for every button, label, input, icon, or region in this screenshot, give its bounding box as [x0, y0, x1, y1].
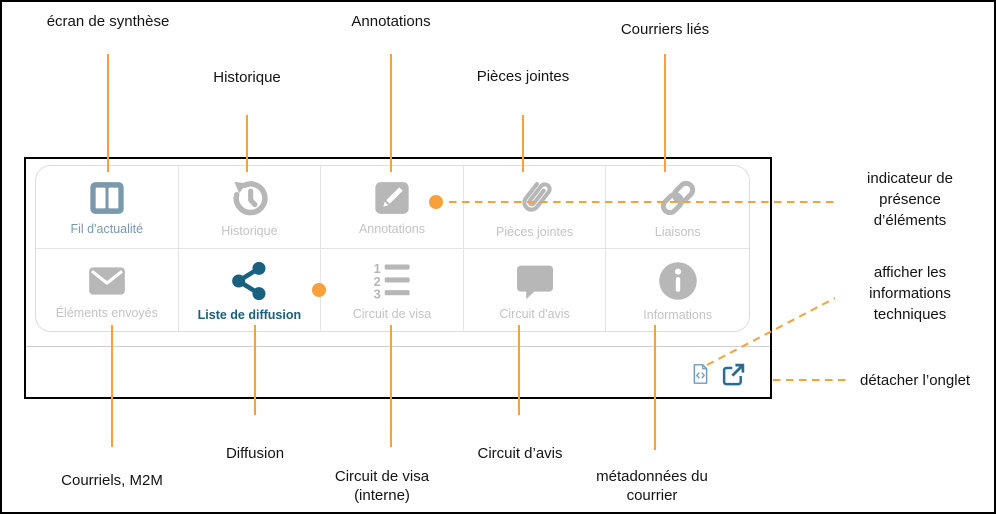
callout-label-annotations: Annotations — [351, 13, 431, 30]
tab-label: Liaisons — [654, 224, 701, 239]
tab-label: Circuit de visa — [352, 306, 432, 321]
tab-label: Informations — [643, 307, 713, 322]
numbered-list-icon: 1 2 3 — [374, 261, 410, 301]
tab-circuit-de-visa[interactable]: 1 2 3 Circuit de visa — [321, 248, 464, 331]
paperclip-icon — [521, 181, 552, 212]
tab-liaisons[interactable]: Liaisons — [606, 166, 749, 249]
tab-informations[interactable]: Informations — [606, 248, 749, 331]
history-icon — [233, 180, 268, 215]
envelope-icon — [88, 267, 125, 295]
callout-label-metadonnees-courrier: métadonnées du courrier — [596, 468, 708, 504]
panel-footer-actions — [690, 362, 745, 386]
callout-label-courriels-m2m: Courriels, M2M — [61, 472, 163, 489]
file-code-icon — [693, 364, 708, 384]
callout-label-circuit-visa-interne: Circuit de visa (interne) — [334, 468, 430, 504]
callout-label-courriers-lies: Courriers liés — [620, 21, 710, 38]
info-circle-icon — [658, 261, 697, 300]
tab-label: Pièces jointes — [496, 224, 574, 239]
tab-label: Éléments envoyés — [55, 305, 158, 320]
callout-label-historique: Historique — [213, 69, 281, 86]
detach-tab-button[interactable] — [722, 363, 745, 386]
pencil-square-icon — [375, 181, 409, 214]
presence-indicator-dot — [429, 195, 443, 209]
tab-label: Annotations — [358, 221, 425, 236]
tab-fil-dactualite[interactable]: Fil d'actualité — [36, 166, 179, 249]
tab-label: Fil d'actualité — [70, 221, 144, 236]
tab-historique[interactable]: Historique — [178, 166, 322, 249]
callout-label-ecran-de-synthese: écran de synthèse — [46, 13, 170, 30]
comment-icon — [516, 265, 553, 300]
svg-text:3: 3 — [374, 286, 381, 301]
callout-label-detacher-onglet: détacher l’onglet — [860, 372, 971, 389]
tab-grid: Fil d'actualité Historique — [35, 165, 750, 332]
tab-label: Liste de diffusion — [197, 307, 302, 322]
columns-icon — [90, 181, 124, 214]
show-technical-info-button[interactable] — [690, 362, 711, 386]
chain-link-icon — [660, 180, 695, 215]
tab-annotations[interactable]: Annotations — [321, 166, 464, 249]
presence-indicator-dot — [312, 283, 326, 297]
callout-label-pieces-jointes: Pièces jointes — [476, 68, 570, 85]
callout-label-diffusion: Diffusion — [225, 445, 285, 462]
svg-text:2: 2 — [374, 274, 381, 289]
tab-pieces-jointes[interactable]: Pièces jointes — [463, 166, 607, 249]
tab-liste-de-diffusion[interactable]: Liste de diffusion — [178, 248, 322, 331]
share-icon — [232, 261, 266, 300]
tab-circuit-davis[interactable]: Circuit d'avis — [463, 248, 607, 331]
tab-label: Historique — [221, 223, 278, 238]
tab-elements-envoyes[interactable]: Éléments envoyés — [36, 248, 179, 331]
panel-footer-divider — [26, 346, 770, 347]
callout-label-infos-techniques: afficher les informations techniques — [869, 264, 951, 323]
callout-label-circuit-avis: Circuit d’avis — [477, 445, 563, 462]
callout-label-indicateur-presence: indicateur de présence d’éléments — [867, 170, 953, 229]
tab-label: Circuit d'avis — [499, 306, 570, 321]
external-link-icon — [722, 363, 745, 385]
detail-tabs-panel: Fil d'actualité Historique — [24, 157, 772, 399]
svg-text:1: 1 — [374, 261, 381, 276]
